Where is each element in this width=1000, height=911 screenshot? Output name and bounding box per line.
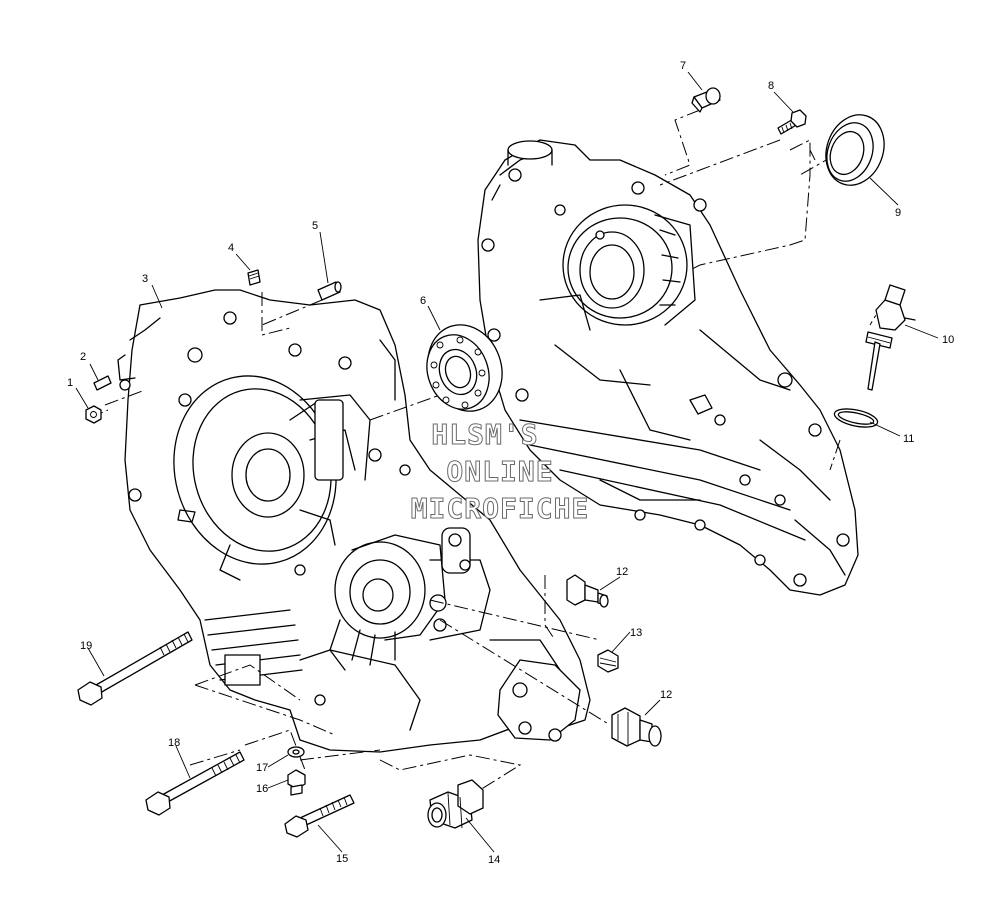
part-16-drain-bolt [287,769,306,796]
part-17-washer [287,746,305,758]
part-9-oil-seal [825,114,885,186]
callout-1: 1 [67,377,73,389]
callout-9: 9 [895,207,901,219]
callout-10: 10 [942,334,954,346]
callout-19: 19 [80,640,92,652]
callout-6: 6 [420,295,426,307]
part-4-plug [247,269,261,286]
part-19-bolt [77,631,193,706]
part-1-nut [85,405,102,424]
callout-14: 14 [488,854,500,866]
callout-2: 2 [80,351,86,363]
part-11-o-ring [833,408,879,428]
callout-7: 7 [680,60,686,72]
watermark-line-1: HLSM'S [431,418,539,452]
leader-lines [75,71,939,853]
alignment-centerlines [89,109,886,791]
callout-15: 15 [336,853,348,865]
left-crankcase-half [117,289,591,753]
part-18-bolt [145,751,245,816]
part-8-bolt [777,109,807,135]
right-crankcase-half [477,139,859,596]
part-6-bearing [426,324,503,412]
part-12-fitting-lower [611,707,662,747]
part-14-union-fitting [427,779,484,829]
callout-12-lower: 12 [660,689,672,701]
callout-4: 4 [228,242,234,254]
callout-labels: 1 2 3 4 5 6 7 8 9 10 11 12 13 12 14 15 1… [67,60,954,866]
part-2-dowel-pin [93,375,112,391]
part-5-dowel-pin [317,281,342,301]
callout-13: 13 [630,627,642,639]
callout-8: 8 [768,80,774,92]
callout-11: 11 [903,433,914,445]
callout-16: 16 [256,783,268,795]
callout-3: 3 [142,273,148,285]
watermark-line-3: MICROFICHE [410,492,590,526]
part-12-fitting-upper [566,574,609,608]
callout-12-upper: 12 [616,566,628,578]
callout-17: 17 [256,762,268,774]
part-7-dowel [691,87,721,113]
callout-18: 18 [168,737,180,749]
watermark-line-2: ONLINE [446,455,554,489]
part-15-bolt [284,794,355,838]
part-10-dipstick [865,284,916,391]
callout-5: 5 [312,220,318,232]
part-13-plug [597,649,619,673]
